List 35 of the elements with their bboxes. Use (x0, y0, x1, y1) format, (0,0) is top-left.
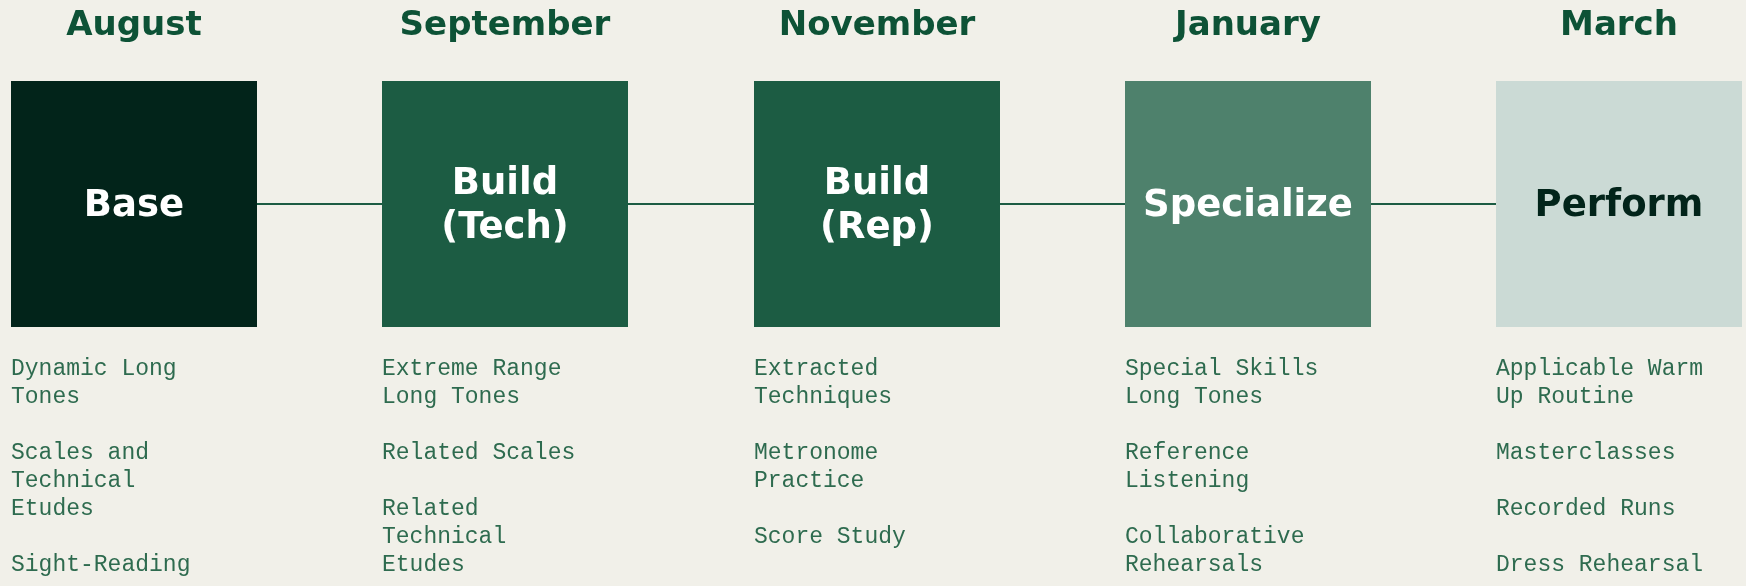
activity-text: Applicable Warm Up Routine (1496, 355, 1705, 411)
phase-label: Perform (1533, 182, 1705, 226)
activity-text: Recorded Runs (1496, 495, 1677, 523)
phase-label: Specialize (1142, 182, 1354, 226)
activity-text: Dress Rehearsal (1496, 551, 1705, 579)
activity-text: Metronome Practice (754, 439, 880, 495)
activity-text: Related Scales (382, 439, 577, 467)
activity-text: Score Study (754, 523, 907, 551)
connector-line (627, 203, 755, 205)
month-heading: January (1172, 2, 1322, 45)
phase-box (1125, 81, 1371, 327)
month-heading: March (1559, 2, 1679, 45)
activity-text: Scales and Technical Etudes (11, 439, 151, 523)
month-heading: November (777, 2, 977, 45)
phase-box (1496, 81, 1742, 327)
activity-text: Special Skills Long Tones (1125, 355, 1320, 411)
activity-text: Extreme Range Long Tones (382, 355, 563, 411)
activity-text: Collaborative Rehearsals (1125, 523, 1306, 579)
phase-label: Base (82, 182, 186, 226)
activity-text: Dynamic Long Tones (11, 355, 178, 411)
connector-line (999, 203, 1126, 205)
phase-box (754, 81, 1000, 327)
month-heading: September (398, 2, 612, 45)
month-heading: August (65, 2, 203, 45)
phase-box (382, 81, 628, 327)
connector-line (1370, 203, 1497, 205)
connector-line (256, 203, 383, 205)
phase-label: Build (Rep) (819, 160, 935, 248)
activity-text: Extracted Techniques (754, 355, 894, 411)
activity-text: Related Technical Etudes (382, 495, 508, 579)
activity-text: Sight-Reading (11, 551, 192, 579)
phase-label: Build (Tech) (440, 160, 570, 248)
activity-text: Reference Listening (1125, 439, 1251, 495)
activity-text: Masterclasses (1496, 439, 1677, 467)
phase-box (11, 81, 257, 327)
